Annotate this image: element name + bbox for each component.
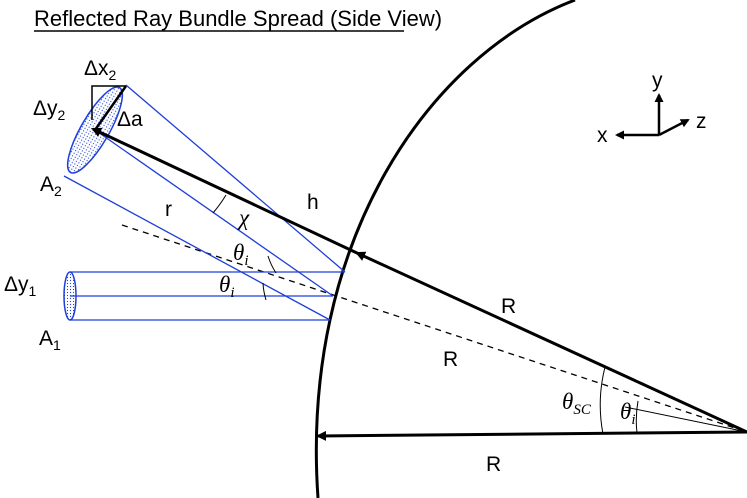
theta-i-center-arc <box>635 400 639 434</box>
theta-i-lower-label: θi <box>219 272 234 301</box>
area-a1-ellipse <box>63 271 77 321</box>
theta-sc-arc <box>599 366 606 435</box>
delta-y2-label: Δy2 <box>33 97 66 123</box>
theta-i-center-label: θi <box>620 399 635 428</box>
area-a2-label: A2 <box>40 173 62 199</box>
theta-sc-label: θSC <box>562 389 592 418</box>
radius-line-bottom <box>316 430 747 441</box>
delta-x2-bracket <box>91 85 126 120</box>
delta-y1-label: Δy1 <box>4 273 37 299</box>
coordinate-axes: y x z <box>597 69 707 147</box>
radius-line-upper <box>355 251 747 434</box>
axis-x-label: x <box>597 124 608 147</box>
r-label: r <box>165 198 172 221</box>
delta-x2-label: Δx2 <box>84 57 117 83</box>
h-vector <box>91 127 358 255</box>
theta-i-upper-label: θi <box>233 240 248 269</box>
radius-middle-label: R <box>443 348 458 371</box>
chi-label: χ <box>237 205 250 230</box>
area-a1-label: A1 <box>39 327 61 353</box>
sphere-surface-arc <box>314 0 576 498</box>
theta-i-ray <box>624 406 747 433</box>
radius-bottom-label: R <box>486 453 501 476</box>
axis-z-label: z <box>696 110 707 133</box>
chi-arc <box>212 194 227 214</box>
axis-y-label: y <box>652 69 663 92</box>
center-dashed-line <box>121 224 747 433</box>
delta-a-line <box>93 85 128 131</box>
delta-a-label: Δa <box>117 108 143 131</box>
h-label: h <box>307 191 319 214</box>
incident-ray-bundle <box>63 271 345 321</box>
diagram-title: Reflected Ray Bundle Spread (Side View) <box>34 6 442 31</box>
theta-i-lower-arc <box>262 282 267 301</box>
theta-i-upper-arc <box>267 255 277 274</box>
radius-upper-label: R <box>501 295 516 318</box>
